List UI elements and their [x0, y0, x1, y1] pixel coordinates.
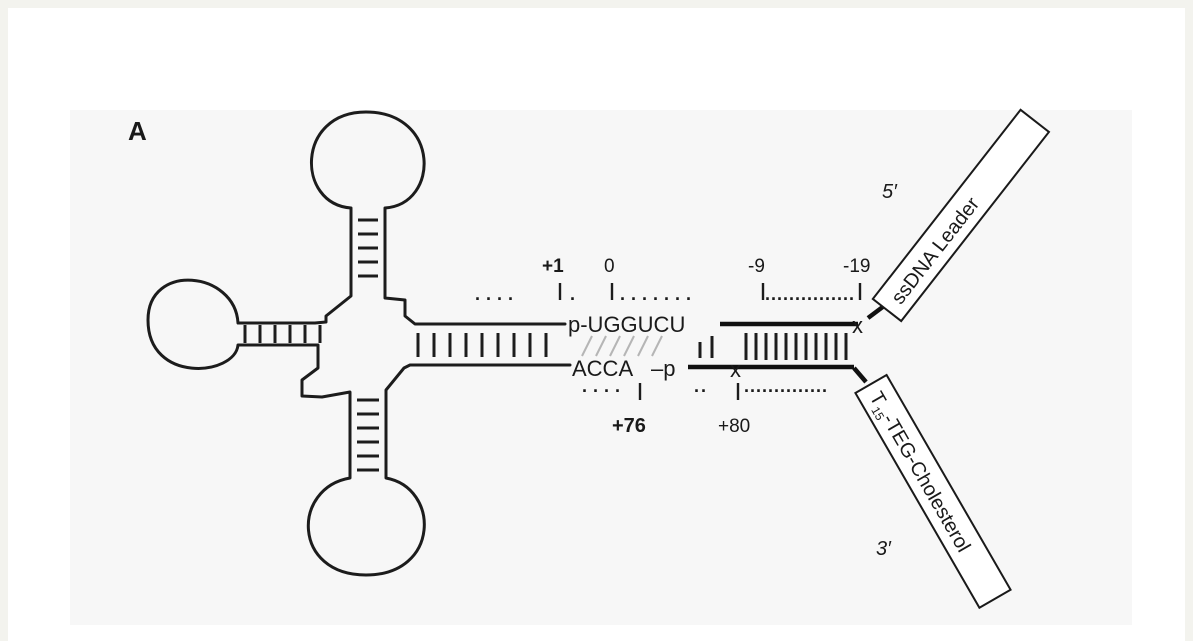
pos-0-label: 0: [604, 256, 615, 277]
top-strand-sequence: p-UGGUCU: [568, 312, 685, 337]
three-prime-label: 3′: [876, 538, 892, 560]
top-stem-rungs: [358, 220, 378, 276]
pos-minus19-label: -19: [843, 256, 870, 277]
ssdna-leader-label: ssDNA Leader: [887, 193, 984, 308]
leader-linker: [868, 306, 884, 318]
cholesterol-box: T15-TEG-Cholesterol: [855, 375, 1010, 608]
ssdna-leader-box: ssDNA Leader: [873, 110, 1049, 321]
leader-junction-mark: x: [852, 313, 863, 338]
pos-plus1-label: +1: [542, 256, 564, 277]
dna-duplex-rungs: [700, 333, 846, 360]
bottom-dots-left: ....: [582, 376, 626, 396]
pos-plus80-label: +80: [718, 416, 750, 437]
top-dots-mid: .: [570, 284, 581, 304]
bottom-dots-mid: ..: [694, 376, 708, 396]
top-dots-right: .......: [620, 284, 697, 304]
left-stem-rungs: [245, 325, 320, 343]
five-prime-label: 5′: [882, 181, 898, 203]
trna-backbone-outline: [148, 112, 570, 575]
bottom-dots-dense: ..............: [744, 376, 828, 396]
bottom-phosphate: –p: [651, 356, 675, 381]
acceptor-stem-rungs: [418, 333, 546, 357]
cholesterol-label: T15-TEG-Cholesterol: [862, 388, 974, 557]
faded-pairing-hatch: [582, 336, 662, 356]
bottom-junction-mark: x: [730, 357, 741, 382]
pos-minus9-label: -9: [748, 256, 765, 277]
top-dots-left: ....: [475, 284, 519, 304]
pos-plus76-label: +76: [612, 415, 646, 437]
panel-label: A: [128, 116, 147, 146]
cholesterol-linker: [854, 368, 866, 382]
bottom-stem-rungs: [357, 400, 379, 470]
top-dots-dense: ...............: [765, 284, 855, 304]
